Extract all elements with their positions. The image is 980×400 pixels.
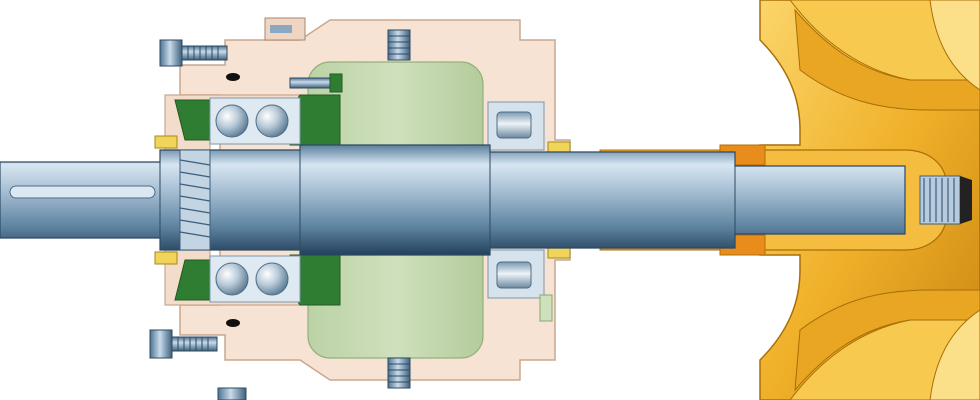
bearing-ball <box>255 104 289 138</box>
drain-plug <box>217 294 553 400</box>
o-ring-top <box>226 73 240 81</box>
grease-fitting <box>289 73 343 93</box>
bearing-roller <box>496 111 532 139</box>
thrust-bearing-top <box>209 97 301 145</box>
shaft-threaded-end <box>919 175 972 225</box>
bolt-bottom-left <box>149 329 218 359</box>
bearing-ball <box>215 262 249 296</box>
bearing-roller <box>496 261 532 289</box>
bolt-top-left <box>159 39 228 67</box>
thrust-bearing-bottom <box>209 255 301 303</box>
roller-bearing-top <box>487 101 545 151</box>
o-ring-bottom <box>226 319 240 327</box>
shaft-locknut-thread <box>179 149 211 251</box>
roller-bearing-bottom <box>487 249 545 299</box>
bearing-ball <box>255 262 289 296</box>
screw-bottom <box>387 357 411 389</box>
bearing-ball <box>215 104 249 138</box>
pump-shaft <box>0 144 972 256</box>
lip-seals <box>154 135 571 265</box>
screw-top <box>387 29 411 61</box>
shaft-keyway <box>9 185 156 199</box>
